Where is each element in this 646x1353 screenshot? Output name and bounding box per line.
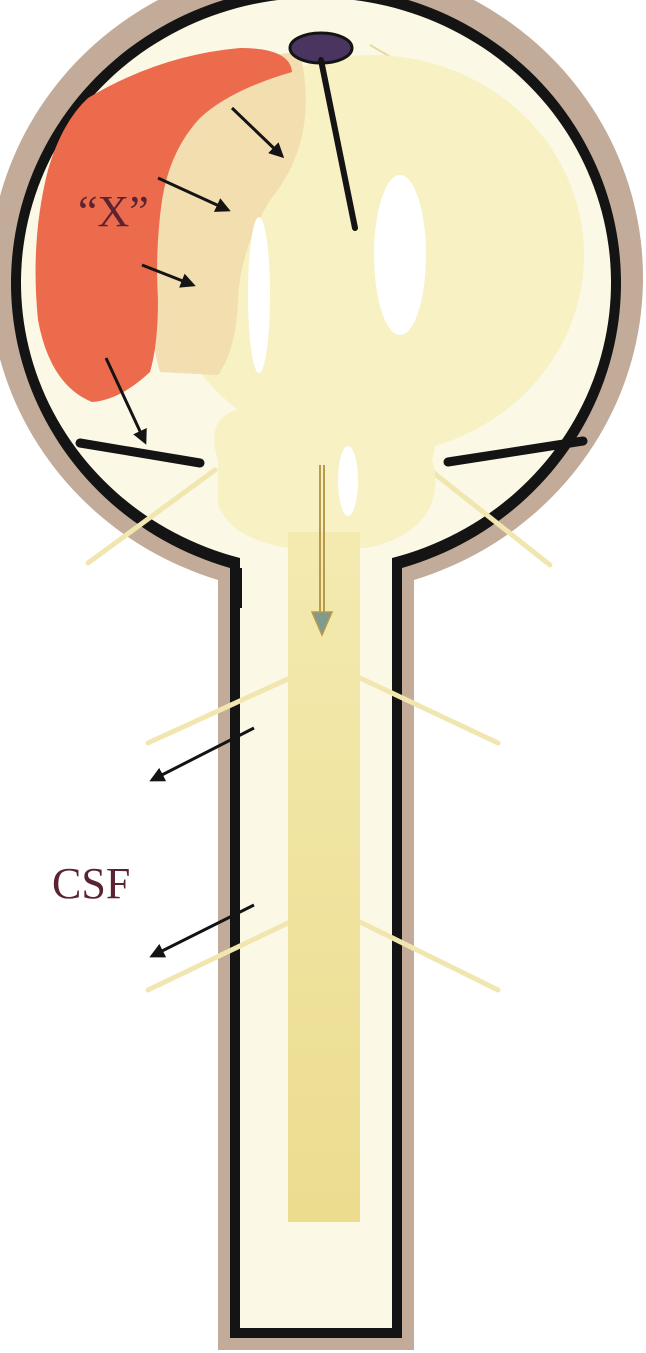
spinal-cord	[288, 532, 360, 1222]
lateral-ventricle-right	[374, 175, 426, 335]
lesion-x-label: “X”	[78, 190, 149, 234]
lateral-ventricle-left	[248, 217, 270, 373]
csf-label: CSF	[52, 862, 130, 906]
fourth-ventricle	[338, 446, 358, 516]
neck-notch	[230, 568, 242, 608]
